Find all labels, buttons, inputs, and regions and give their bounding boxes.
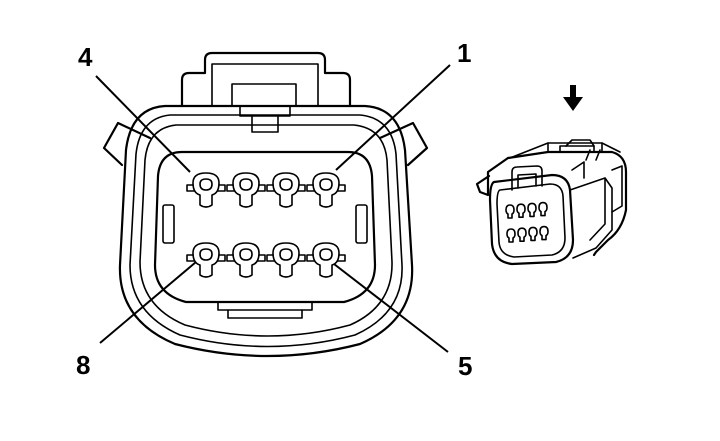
pin-label-1: 1 xyxy=(457,38,471,68)
isometric-cavity-grid xyxy=(505,201,549,243)
cavity-3 xyxy=(266,172,306,208)
cavity-grid xyxy=(186,172,346,278)
connector-isometric-view xyxy=(475,139,628,266)
iso-cavity-3 xyxy=(527,202,537,218)
cavity-1 xyxy=(186,172,226,208)
iso-cavity-6 xyxy=(517,227,527,242)
leader-pin-4 xyxy=(95,75,191,173)
iso-cavity-2 xyxy=(516,203,526,218)
cavity-7 xyxy=(266,242,306,278)
cavity-8 xyxy=(306,242,346,278)
iso-cavity-8 xyxy=(539,225,549,241)
outer-shell xyxy=(118,104,414,358)
leader-pin-8 xyxy=(99,261,197,344)
leader-pin-5 xyxy=(333,263,449,353)
pin-label-5: 5 xyxy=(458,351,472,381)
iso-cavity-4 xyxy=(538,201,548,217)
connector-face-view: 4 1 8 5 xyxy=(76,38,472,381)
left-slot xyxy=(162,204,175,244)
pin-label-8: 8 xyxy=(76,350,90,380)
cavity-6 xyxy=(226,242,266,278)
cavity-2 xyxy=(226,172,266,208)
cavity-block xyxy=(153,150,377,304)
leader-pin-1 xyxy=(335,64,451,171)
latch-tab xyxy=(180,51,352,133)
pin-label-4: 4 xyxy=(78,42,93,72)
right-slot xyxy=(355,204,368,244)
cavity-4 xyxy=(306,172,346,208)
iso-cavity-5 xyxy=(506,228,516,243)
left-ear xyxy=(102,121,152,167)
iso-cavity-7 xyxy=(528,226,538,242)
down-arrow-icon xyxy=(563,85,583,111)
right-ear xyxy=(378,121,429,167)
cavity-5 xyxy=(186,242,226,278)
iso-cavity-1 xyxy=(505,204,515,219)
